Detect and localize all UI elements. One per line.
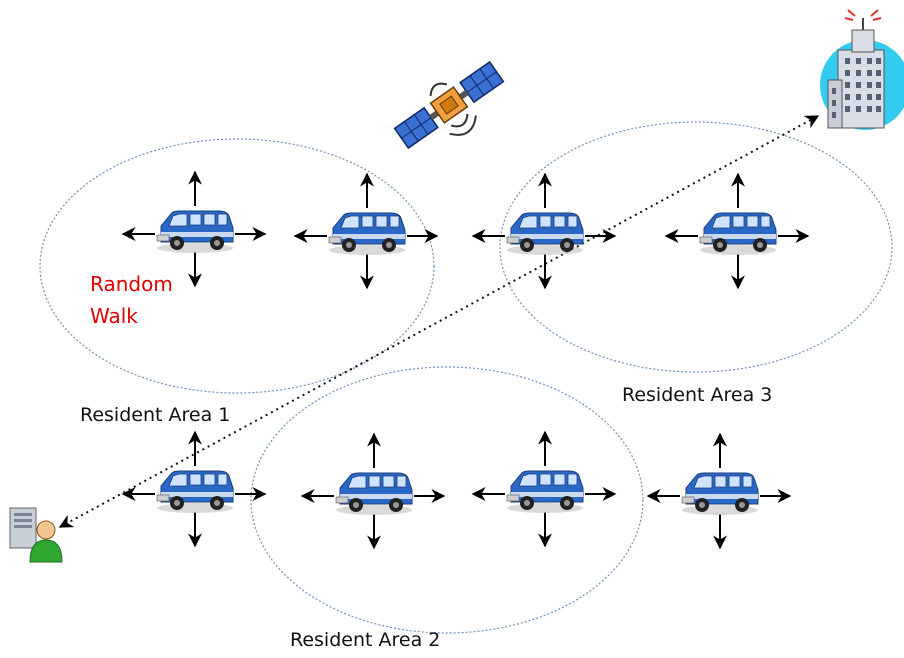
- van-icon: [335, 472, 413, 516]
- van-with-arrows: [121, 170, 267, 288]
- van-icon: [328, 212, 406, 256]
- vans-layer: [121, 170, 810, 550]
- random-walk-label: Random Walk: [90, 272, 173, 328]
- van-with-arrows: [293, 172, 439, 290]
- van-icon: [699, 212, 777, 256]
- satellite-icon: [393, 60, 505, 150]
- cell-tower-building-icon: [820, 9, 904, 130]
- van-with-arrows: [471, 430, 617, 548]
- resident-area-2-label: Resident Area 2: [290, 629, 441, 651]
- van-with-arrows: [121, 430, 267, 548]
- resident-area-1-ellipse: [39, 138, 435, 394]
- resident-area-2-ellipse: [250, 366, 644, 634]
- van-icon: [506, 470, 584, 514]
- van-icon: [681, 472, 759, 516]
- resident-area-3-label: Resident Area 3: [622, 384, 773, 406]
- van-icon: [156, 470, 234, 514]
- van-icon: [506, 212, 584, 256]
- van-with-arrows: [646, 432, 792, 550]
- van-with-arrows: [471, 172, 617, 290]
- resident-area-1-label: Resident Area 1: [80, 404, 231, 426]
- van-icon: [156, 210, 234, 254]
- server-user-icon: [9, 507, 63, 563]
- van-with-arrows: [664, 172, 810, 290]
- van-with-arrows: [300, 432, 446, 550]
